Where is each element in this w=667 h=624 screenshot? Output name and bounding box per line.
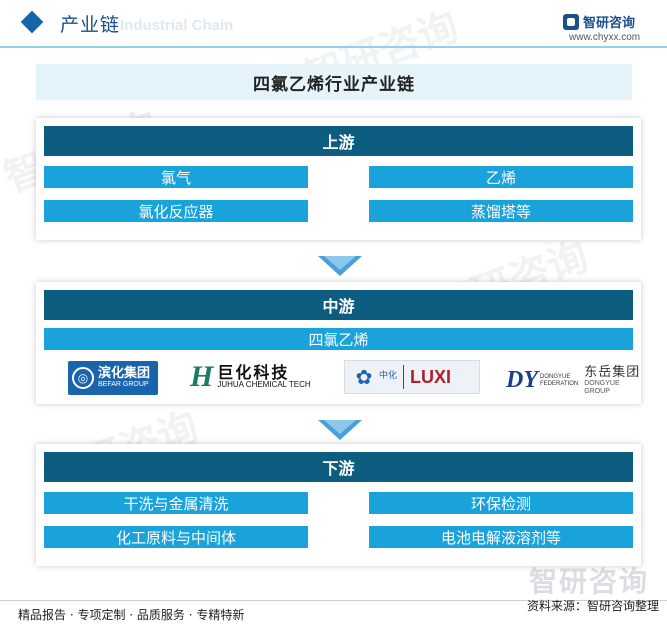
dongyue-name-en2: FEDERATION (540, 380, 579, 387)
befar-name-en: BEFAR GROUP (98, 381, 149, 389)
dongyue-name-en1: DONGYUE (540, 374, 571, 381)
brand-logo: 智研咨询 www.chyxx.com (563, 12, 653, 44)
footer-watermark: 智研咨询 (528, 565, 649, 598)
upstream-panel: 上游 氯气 乙烯 氯化反应器 蒸馏塔等 (36, 118, 641, 240)
downstream-item: 电池电解液溶剂等 (369, 526, 633, 548)
header-divider (0, 46, 667, 48)
header-diamond-icon (20, 10, 44, 34)
befar-emblem-icon: ◎ (72, 367, 94, 389)
company-logo-juhua: H 巨化科技 JUHUA CHEMICAL TECH (190, 360, 311, 394)
upstream-header: 上游 (44, 126, 633, 156)
diagram-title: 四氯乙烯行业产业链 (253, 74, 415, 95)
juhua-name-cn: 巨化科技 (217, 362, 290, 382)
upstream-item: 氯气 (44, 166, 308, 188)
luxi-separator (403, 365, 405, 389)
dongyue-mark-icon: DY (506, 367, 538, 394)
midstream-panel: 中游 四氯乙烯 ◎ 滨化集团 BEFAR GROUP H 巨化科技 JUHUA … (36, 282, 641, 404)
luxi-flower-icon: ✿ (355, 365, 373, 389)
flow-arrow-icon (318, 420, 362, 440)
befar-name-cn: 滨化集团 (98, 366, 151, 381)
midstream-item: 四氯乙烯 (44, 328, 633, 350)
downstream-item: 环保检测 (369, 492, 633, 514)
juhua-mark-icon: H (190, 360, 214, 393)
header-subtitle: Industrial Chain (120, 17, 234, 34)
footer-divider (0, 600, 667, 601)
company-logo-luxi: ✿ 中化 LUXI (344, 360, 480, 394)
midstream-header: 中游 (44, 290, 633, 320)
brand-name: 智研咨询 (583, 16, 636, 31)
brand-url: www.chyxx.com (569, 32, 641, 43)
upstream-item: 氯化反应器 (44, 200, 308, 222)
luxi-name-cn: 中化 (379, 371, 398, 382)
downstream-item: 干洗与金属清洗 (44, 492, 308, 514)
dongyue-name-en3: DONGYUE GROUP (584, 380, 620, 395)
flow-arrow-icon (318, 256, 362, 276)
befar-logo-box: ◎ 滨化集团 BEFAR GROUP (68, 361, 158, 395)
footer-slogan: 精品报告 · 专项定制 · 品质服务 · 专精特新 (18, 608, 245, 622)
company-logo-befar: ◎ 滨化集团 BEFAR GROUP (68, 361, 158, 395)
footer-source: 资料来源：智研咨询整理 (526, 599, 659, 613)
company-logo-dongyue: DY DONGYUE FEDERATION 东岳集团 DONGYUE GROUP (506, 365, 641, 396)
header-title: 产业链 (60, 14, 121, 36)
brand-logo-icon (563, 14, 579, 30)
dongyue-name-cn: 东岳集团 (584, 365, 641, 380)
diagram-title-bar: 四氯乙烯行业产业链 (36, 64, 632, 100)
downstream-panel: 下游 干洗与金属清洗 环保检测 化工原料与中间体 电池电解液溶剂等 (36, 444, 641, 566)
upstream-item: 乙烯 (369, 166, 633, 188)
upstream-item: 蒸馏塔等 (369, 200, 633, 222)
juhua-name-en: JUHUA CHEMICAL TECH (217, 380, 311, 390)
downstream-item: 化工原料与中间体 (44, 526, 308, 548)
downstream-header: 下游 (44, 452, 633, 482)
luxi-name: LUXI (410, 366, 452, 387)
